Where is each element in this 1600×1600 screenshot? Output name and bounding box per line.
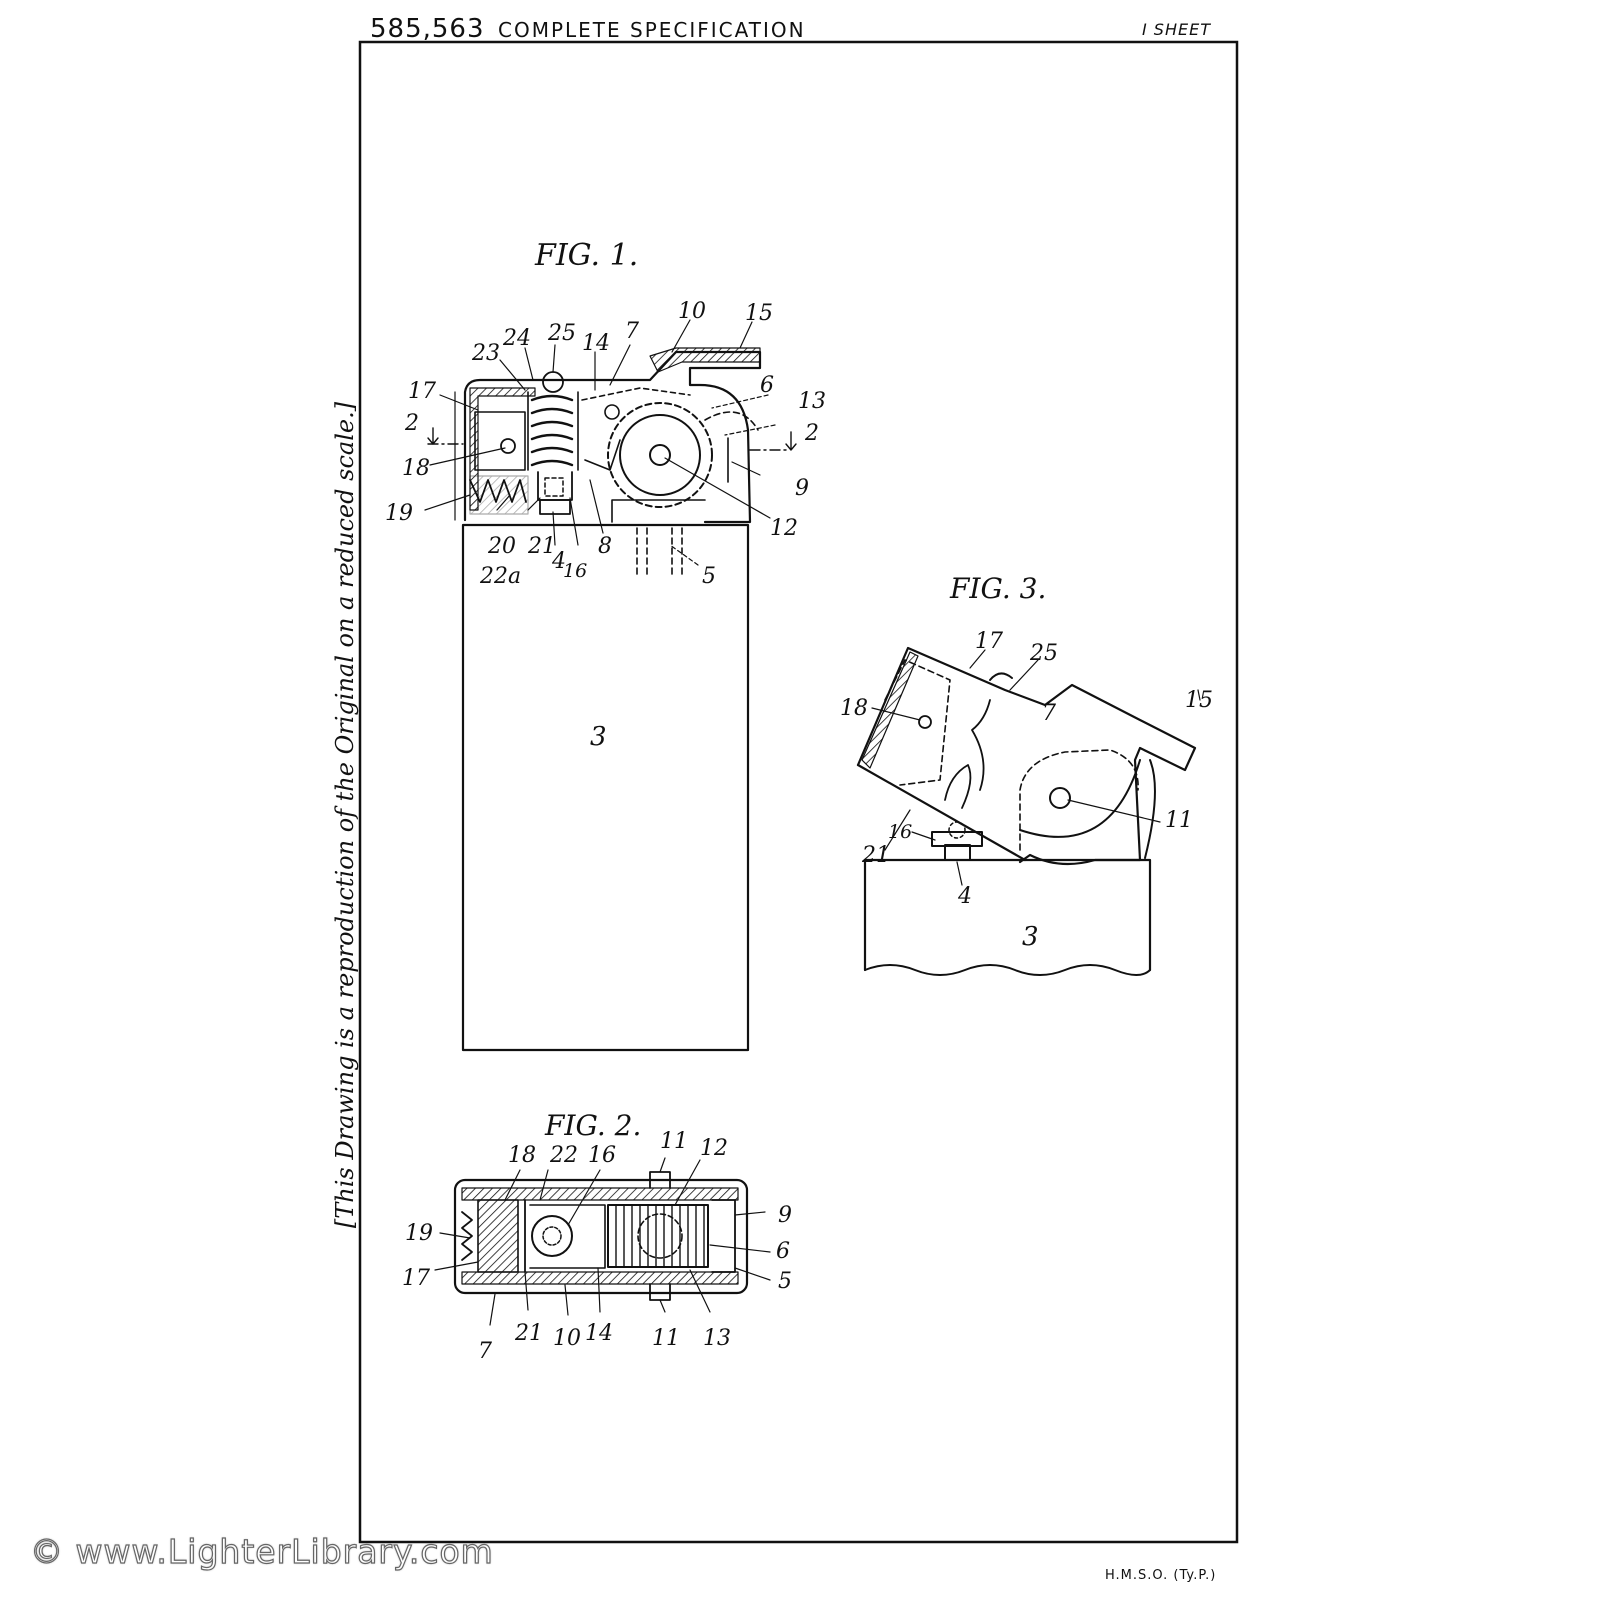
fig1-label: 4 [551, 549, 566, 574]
fig3-label: 21 [861, 843, 890, 868]
fig1-label: 8 [598, 534, 612, 559]
watermark: © www.LighterLibrary.com [29, 1531, 494, 1571]
fig1-label: 7 [625, 319, 639, 344]
figure-1-title: FIG. 1. [534, 238, 638, 273]
fig2-label: 17 [402, 1266, 430, 1291]
fig3-label: 25 [1029, 641, 1058, 666]
fig3-label: 17 [975, 629, 1003, 654]
sheet-border [358, 40, 1239, 1544]
fig2-label: 7 [478, 1339, 492, 1364]
fig1-label: 15 [745, 301, 773, 326]
fig3-label: 4 [957, 884, 972, 909]
fig2-label: 16 [588, 1143, 616, 1168]
fig2-label: 9 [778, 1203, 792, 1228]
figure-2 [434, 1157, 771, 1326]
fig2-label: 11 [652, 1326, 680, 1351]
fig2-label: 22 [549, 1143, 578, 1168]
figure-1-labels: 2 2 3 4 5 6 7 8 9 10 12 13 14 15 16 17 1… [385, 299, 826, 752]
printer-mark: H.M.S.O. (Ty.P.) [1105, 1568, 1217, 1583]
fig2-label: 6 [776, 1239, 790, 1264]
fig2-striker-wheel [607, 1204, 709, 1268]
fig2-label: 19 [405, 1221, 433, 1246]
fig3-label: 15 [1185, 688, 1213, 713]
fig1-label: 20 [487, 534, 516, 559]
fig3-tilted-cap [856, 646, 1197, 866]
fig2-label: 13 [703, 1326, 731, 1351]
fig1-label: 13 [798, 389, 826, 414]
fig3-label: 7 [1042, 701, 1056, 726]
cap-outline [463, 350, 762, 524]
fig2-label: 14 [585, 1321, 613, 1346]
fig1-label: 23 [471, 341, 500, 366]
fig1-label: 19 [385, 501, 413, 526]
fig1-label: 12 [770, 516, 798, 541]
fig1-label: 9 [795, 476, 809, 501]
fig1-label: 17 [408, 379, 436, 404]
fig1-label: 2 [404, 411, 419, 436]
fig2-label: 10 [553, 1326, 581, 1351]
figure-1 [424, 319, 797, 1052]
fig1-label: 25 [547, 321, 576, 346]
fig1-label: 18 [402, 456, 430, 481]
figure-3 [856, 646, 1201, 976]
fig2-label: 5 [778, 1269, 792, 1294]
fig3-label: 11 [1165, 808, 1193, 833]
fig3-label: 16 [888, 821, 912, 843]
fig3-fuel-tank [863, 858, 1152, 972]
plunger-18 [474, 411, 526, 471]
figure-3-labels: 3 4 7 11 15 16 17 18 21 25 [840, 629, 1213, 952]
specification-title: COMPLETE SPECIFICATION [498, 18, 806, 42]
patent-number: 585,563 [370, 14, 485, 44]
fig2-outer-case [453, 1178, 749, 1295]
fig1-label: 24 [502, 326, 531, 351]
fig1-label: 2 [804, 421, 819, 446]
fig1-label: 5 [702, 564, 716, 589]
fig1-label: 14 [582, 331, 610, 356]
figure-2-title: FIG. 2. [544, 1109, 641, 1142]
fig3-label: 18 [840, 696, 868, 721]
fig1-label: 16 [563, 560, 587, 582]
figure-3-title: FIG. 3. [949, 572, 1046, 605]
fig3-label: 3 [1022, 922, 1039, 952]
fig2-label: 11 [660, 1129, 688, 1154]
spring-24 [530, 394, 574, 467]
fig2-label: 18 [508, 1143, 536, 1168]
fig2-label: 21 [514, 1321, 543, 1346]
fig1-label: 6 [760, 373, 774, 398]
fuel-tank-body [461, 523, 750, 1052]
sheet-count: I SHEET [1142, 20, 1211, 39]
fig1-label: 21 [527, 534, 556, 559]
fig2-label: 12 [700, 1136, 728, 1161]
striker-wheel [607, 402, 713, 508]
fig1-label: 3 [590, 722, 607, 752]
figure-2-labels: 5 6 7 9 10 11 11 12 13 14 16 17 18 19 21… [402, 1129, 792, 1364]
fig1-label: 10 [678, 299, 706, 324]
fig1-label: 22a [479, 564, 521, 589]
